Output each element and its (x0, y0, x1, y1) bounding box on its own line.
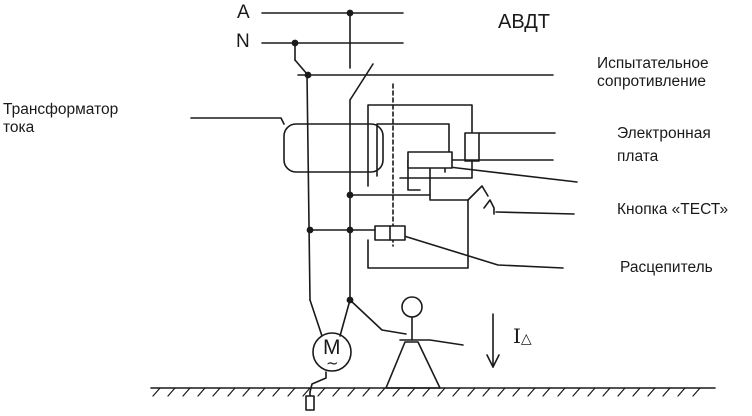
phase-a-label: A (237, 2, 250, 23)
test-button-lead (467, 185, 489, 201)
current-transformer-core (283, 123, 384, 173)
person-head (401, 296, 423, 318)
board-right-lead (429, 167, 469, 201)
ground-hatch-mark (602, 387, 611, 397)
ground-hatch-mark (167, 387, 176, 397)
ground-hatch-mark (272, 387, 281, 397)
ground-hatch-mark (497, 387, 506, 397)
ground-hatch-mark (182, 387, 191, 397)
ground-hatch-mark (467, 387, 476, 397)
leakage-current-symbol: I (513, 324, 521, 348)
person-body (385, 341, 441, 389)
ground-hatch-mark (197, 387, 206, 397)
ground-hatch-mark (377, 387, 386, 397)
release-relay-label: Расцепитель (620, 259, 713, 276)
ground-hatch-mark (302, 387, 311, 397)
junction-dots (291, 9, 354, 304)
ground-hatch-mark (362, 387, 371, 397)
ground-hatch-mark (512, 387, 521, 397)
ground-hatch-mark (677, 387, 686, 397)
test-resistor-label: Испытательное сопротивление (597, 55, 709, 91)
ground-hatch-mark (542, 387, 551, 397)
current-transformer-label-line-1: Трансформатор (3, 101, 119, 118)
test-resistor-label-line-2: сопротивление (597, 72, 706, 90)
ground-hatch-mark (452, 387, 461, 397)
switch-blade (349, 63, 374, 101)
current-transformer-label-line-2: тока (3, 118, 35, 136)
ground-hatch-mark (587, 387, 596, 397)
leakage-current-label: I△ (513, 325, 532, 348)
test-resistor (464, 132, 480, 162)
ground-hatch-mark (692, 387, 701, 397)
neutral-drop (294, 59, 311, 301)
ground-hatch-mark (257, 387, 266, 397)
person-arms (399, 339, 464, 346)
ground-hatch-mark (317, 387, 326, 397)
electronic-board-label-line-1: Электронная (617, 125, 711, 142)
ground-hatch-mark (287, 387, 296, 397)
ground-hatch-mark (242, 387, 251, 397)
ground-hatch-mark (152, 387, 161, 397)
neutral-label: N (236, 31, 250, 52)
ground-hatch-mark (227, 387, 236, 397)
motor-letter: M (323, 336, 341, 359)
fault-touch-line (349, 299, 407, 335)
ground-hatch-mark (212, 387, 221, 397)
electronic-board-label: Электронная плата (617, 125, 711, 166)
test-button-label: Кнопка «ТЕСТ» (617, 201, 729, 218)
ground-hatching (152, 387, 701, 397)
test-resistor-label-line-1: Испытательное (597, 55, 709, 72)
junction-dot (306, 226, 314, 234)
ground-hatch-mark (662, 387, 671, 397)
ground-hatch-mark (632, 387, 641, 397)
motor-neutral-lead (309, 299, 323, 337)
ct-secondary-loop-outer (367, 104, 473, 187)
ground-hatch-mark (647, 387, 656, 397)
device-title: АВДТ (498, 11, 551, 33)
test-button-symbol (483, 199, 495, 215)
junction-dot (346, 226, 354, 234)
leakage-current-arrowhead (486, 354, 500, 368)
test-button-leader-line (495, 211, 575, 215)
ground-hatch-mark (392, 387, 401, 397)
ground-hatch-mark (557, 387, 566, 397)
board-left-lead (407, 159, 421, 191)
ground-hatch-mark (572, 387, 581, 397)
ct-secondary-loop-inner (376, 123, 578, 183)
ground-hatch-mark (527, 387, 536, 397)
transformer-leader-line (190, 117, 285, 125)
ground-hatch-mark (347, 387, 356, 397)
junction-dot (346, 191, 354, 199)
ground-hatch-mark (617, 387, 626, 397)
electronic-board-label-line-2: плата (617, 147, 659, 165)
tripper-leader-line (403, 235, 564, 269)
current-transformer-label: Трансформатор тока (3, 101, 118, 137)
junction-dot (346, 296, 354, 304)
ground-hatch-mark (407, 387, 416, 397)
junction-dot (346, 9, 354, 17)
ground-hatch-mark (332, 387, 341, 397)
leakage-current-subscript: △ (520, 331, 532, 347)
motor-symbol (312, 332, 352, 372)
trip-coil-loop (367, 199, 469, 269)
earth-electrode (305, 395, 315, 411)
motor-phase-lead (339, 299, 351, 337)
ground-hatch-mark (422, 387, 431, 397)
junction-dot (291, 39, 299, 47)
electronic-board (407, 151, 453, 169)
ground-hatch-mark (437, 387, 446, 397)
junction-dot (304, 71, 312, 79)
ground-hatch-mark (482, 387, 491, 397)
resistor-bottom-lead (399, 160, 473, 179)
motor-tilde: ~ (326, 354, 339, 372)
